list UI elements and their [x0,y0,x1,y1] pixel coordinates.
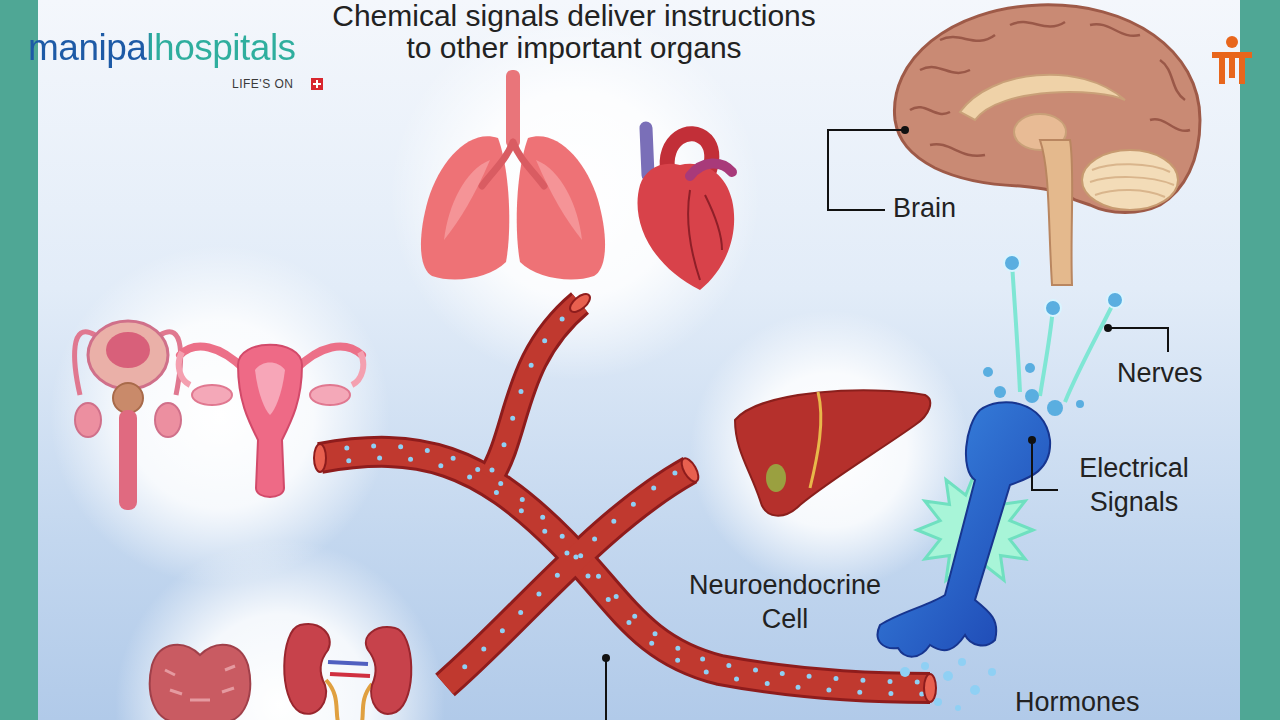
nerve-dot [983,367,993,377]
heart [638,164,735,290]
part-label: Electrical Signals [1062,451,1206,519]
side-strip [1240,0,1280,720]
hormone-dot [921,662,929,670]
brand-logo: manipalhospitals [28,26,296,69]
vessel-end [314,444,326,472]
kidney [366,627,411,714]
part-label: Nerves [1117,358,1203,389]
vessel [490,303,580,478]
brand-icon [1212,52,1252,84]
hormone-dot [955,705,961,711]
nerve-dot [1076,400,1084,408]
blood-cells [450,466,686,680]
gallbladder [766,464,786,492]
part-label: Brain [893,193,956,224]
leader-line [605,658,607,720]
ovary [310,385,350,405]
nerve-dot [1045,300,1061,316]
renal-vein [328,662,368,664]
vessel-outline [490,303,580,478]
part-label: Neuroendocrine Cell [675,568,895,636]
bronchi [482,142,544,186]
nerve-dot [1107,292,1123,308]
reproductive-organs [75,321,364,510]
cerebellum-folds [1090,164,1174,197]
uterus [238,345,302,497]
vessel-end [924,674,936,702]
part-label: Hormones [1015,687,1140,718]
vena-cava [646,128,648,175]
prostate [113,383,143,413]
bladder [88,321,168,389]
vessel-end [567,291,593,316]
vessel [445,470,690,685]
logo-icon [313,80,321,88]
testis [155,403,181,437]
page-title: Chemical signals deliver instructions to… [324,0,824,64]
nerve-dot [1025,363,1035,373]
brainstem [1040,140,1072,285]
vessel-end [678,456,701,485]
testis [75,403,101,437]
lung [421,136,509,279]
thyroid [150,645,250,720]
ovary [192,385,232,405]
vessel [320,452,930,688]
leader-line [1032,440,1058,490]
neuroendocrine-cell [878,402,1051,656]
penis [119,410,137,510]
coronary-vessel [688,190,722,280]
brain-gyri [910,22,1190,156]
hormone-dot [900,667,910,677]
nerve-dot [1004,255,1020,271]
organ-glow [115,540,445,720]
kidney [284,624,330,714]
side-strip [0,0,38,720]
liver [735,390,930,515]
blood-cells [330,458,925,694]
ureter [326,680,372,720]
vessel-outline [320,452,930,688]
hormone-dot [988,668,996,676]
cerebellum [1082,150,1178,210]
lung-highlight [444,160,490,240]
renal-artery [330,674,370,676]
hormone-dot [934,698,942,706]
blood-cells [320,446,930,682]
thyroid-texture [165,666,235,700]
nerve-dot [1025,389,1039,403]
organ-glow [50,245,390,585]
pulmonary-artery [690,163,732,176]
brand-tagline: LIFE'S ON [232,77,293,91]
nerve-dot [994,386,1006,398]
lung-highlight [536,160,582,240]
bladder-inner [106,332,150,368]
liver-ligament [810,392,821,488]
nerve-dot [1047,400,1063,416]
lung [517,136,605,279]
organ-glow [690,310,970,590]
leader-line [1108,328,1168,352]
nerve-fiber [1012,263,1115,402]
hormone-dot [958,658,966,666]
blood-cells [492,306,576,470]
brand-icon [1226,36,1238,48]
logo-icon [311,78,323,90]
trachea [506,70,520,148]
uterus-cavity [255,363,285,416]
hormone-dot [970,685,980,695]
hormone-dot [943,671,953,681]
